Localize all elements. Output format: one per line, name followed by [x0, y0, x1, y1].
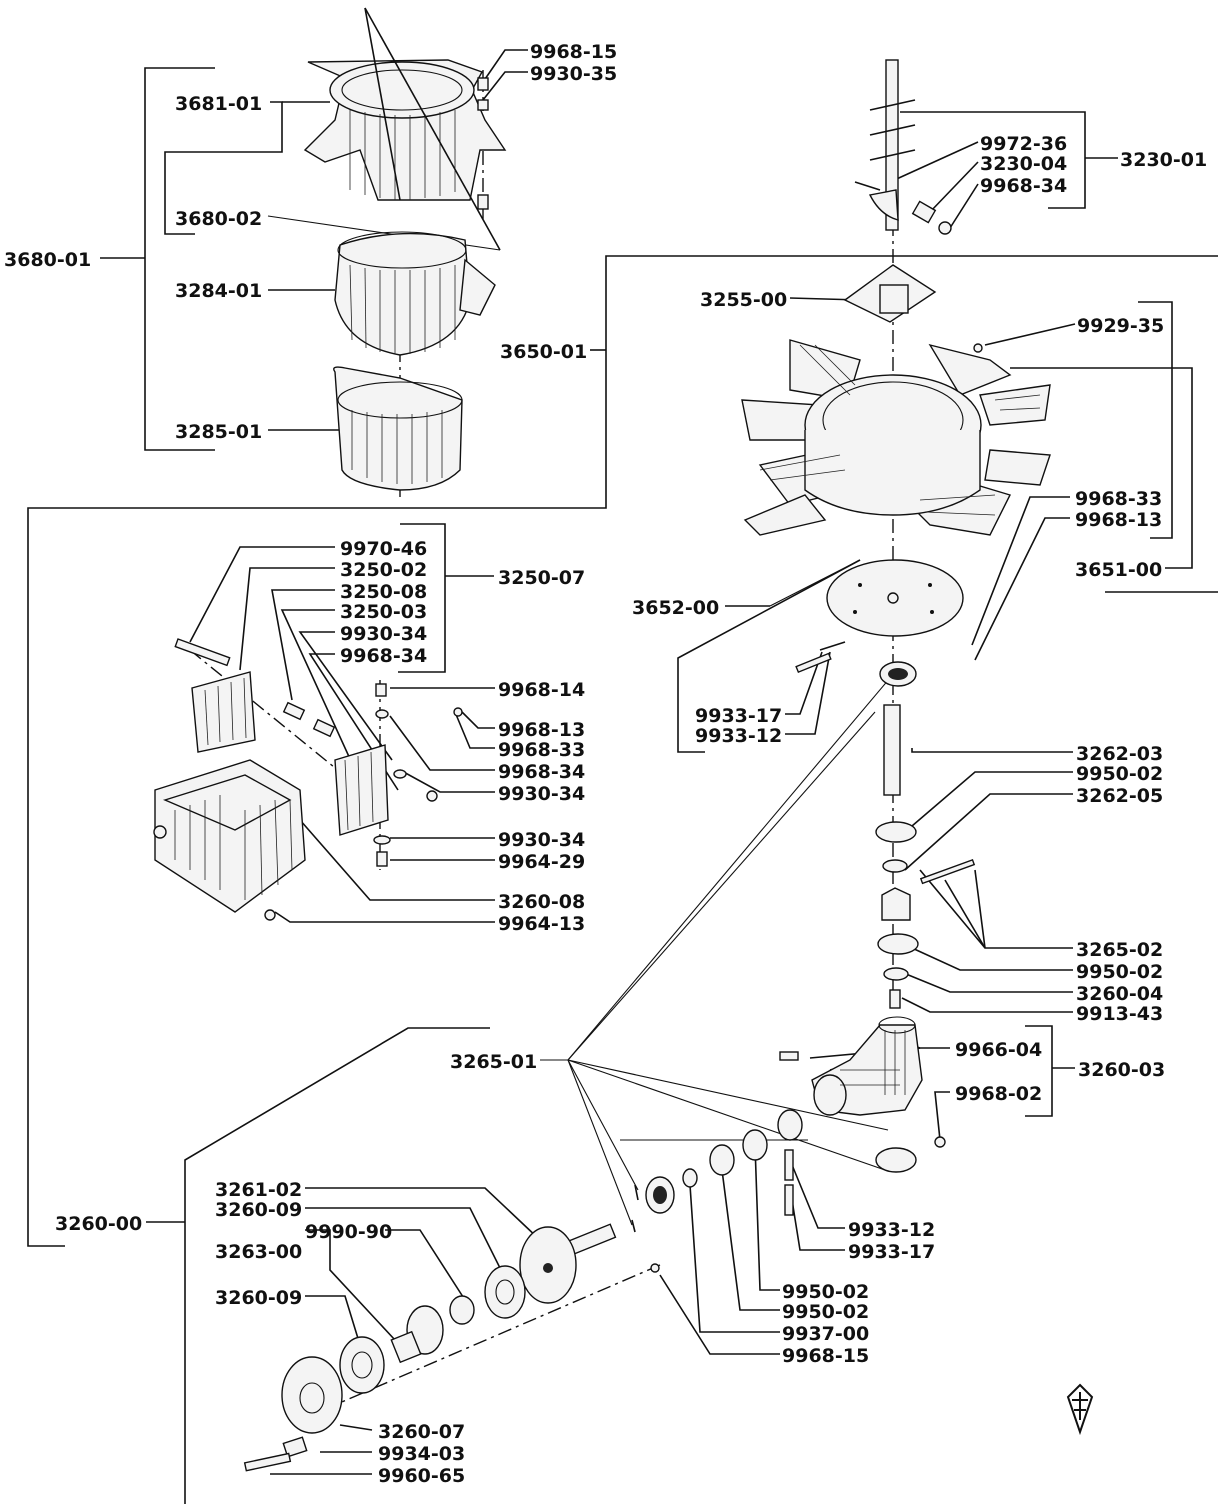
label-3250-08: 3250-08	[340, 581, 427, 603]
hub-part	[843, 264, 937, 323]
label-9990-90: 9990-90	[305, 1221, 392, 1243]
label-9968-34-low: 9968-34	[498, 761, 585, 783]
label-3265-02: 3265-02	[1076, 939, 1163, 961]
label-9972-36: 9972-36	[980, 133, 1067, 155]
small-fasteners-top	[477, 77, 489, 210]
label-3250-03: 3250-03	[340, 601, 427, 623]
label-9968-13-left: 9968-13	[498, 719, 585, 741]
label-9930-34-top: 9930-34	[340, 623, 427, 645]
label-9930-34-low: 9930-34	[498, 829, 585, 851]
label-3262-05: 3262-05	[1076, 785, 1163, 807]
discharge-chute-part	[153, 759, 306, 921]
label-3652-00: 3652-00	[632, 597, 719, 619]
label-9930-35: 9930-35	[530, 63, 617, 85]
label-3260-08: 3260-08	[498, 891, 585, 913]
label-3263-00: 3263-00	[215, 1241, 302, 1263]
label-3255-00: 3255-00	[700, 289, 787, 311]
label-3260-03: 3260-03	[1078, 1059, 1165, 1081]
label-9968-15-low: 9968-15	[782, 1345, 869, 1367]
label-9968-13-right: 9968-13	[1075, 509, 1162, 531]
label-9968-33-left: 9968-33	[498, 739, 585, 761]
leader-lines	[27, 49, 1218, 1504]
label-3230-04: 3230-04	[980, 153, 1067, 175]
mounting-plates-part	[174, 638, 463, 867]
manufacturer-logo-icon	[1066, 1383, 1094, 1436]
part-labels: 3681-01 3680-02 3680-01 3284-01 3285-01 …	[4, 41, 1207, 1487]
label-9950-02-c: 9950-02	[782, 1281, 869, 1303]
label-9970-46: 9970-46	[340, 538, 427, 560]
label-9934-03: 9934-03	[378, 1443, 465, 1465]
label-9968-14: 9968-14	[498, 679, 585, 701]
label-9968-15-top: 9968-15	[530, 41, 617, 63]
shield-ring-part	[334, 231, 496, 356]
label-3680-02: 3680-02	[175, 208, 262, 230]
label-9913-43: 9913-43	[1076, 1003, 1163, 1025]
label-9930-34-mid: 9930-34	[498, 783, 585, 805]
label-3651-00: 3651-00	[1075, 559, 1162, 581]
label-3250-02: 3250-02	[340, 559, 427, 581]
input-shaft-assembly	[243, 1129, 794, 1472]
label-9950-02-d: 9950-02	[782, 1301, 869, 1323]
label-3680-01: 3680-01	[4, 249, 91, 271]
agitator-shaft-part	[854, 59, 952, 235]
label-3260-04: 3260-04	[1076, 983, 1163, 1005]
label-9968-34-mid: 9968-34	[340, 645, 427, 667]
label-9968-02: 9968-02	[955, 1083, 1042, 1105]
label-3230-01: 3230-01	[1120, 149, 1207, 171]
hopper-ring-part	[303, 7, 507, 251]
label-3260-00: 3260-00	[55, 1213, 142, 1235]
drive-shaft-part	[875, 661, 976, 1009]
label-9937-00: 9937-00	[782, 1323, 869, 1345]
guard-ring-part	[333, 366, 463, 491]
label-3261-02: 3261-02	[215, 1179, 302, 1201]
label-3265-01: 3265-01	[450, 1051, 537, 1073]
label-9950-02-a: 9950-02	[1076, 763, 1163, 785]
label-9933-12-low: 9933-12	[848, 1219, 935, 1241]
label-9968-33-right: 9968-33	[1075, 488, 1162, 510]
label-9950-02-b: 9950-02	[1076, 961, 1163, 983]
label-9933-12-top: 9933-12	[695, 725, 782, 747]
gearbox-housing-part	[777, 1016, 946, 1173]
label-3681-01: 3681-01	[175, 93, 262, 115]
label-9960-65: 9960-65	[378, 1465, 465, 1487]
label-3284-01: 3284-01	[175, 280, 262, 302]
label-9966-04: 9966-04	[955, 1039, 1042, 1061]
base-plate-part	[795, 559, 964, 674]
label-9964-29: 9964-29	[498, 851, 585, 873]
label-3250-07: 3250-07	[498, 567, 585, 589]
label-3650-01: 3650-01	[500, 341, 587, 363]
label-9964-13: 9964-13	[498, 913, 585, 935]
label-9933-17-top: 9933-17	[695, 705, 782, 727]
label-3260-07: 3260-07	[378, 1421, 465, 1443]
label-3260-09-top: 3260-09	[215, 1199, 302, 1221]
label-9929-35: 9929-35	[1077, 315, 1164, 337]
fan-impeller-part	[741, 339, 1051, 536]
label-9933-17-low: 9933-17	[848, 1241, 935, 1263]
label-3260-09-low: 3260-09	[215, 1287, 302, 1309]
label-3262-03: 3262-03	[1076, 743, 1163, 765]
label-9968-34-top: 9968-34	[980, 175, 1067, 197]
label-3285-01: 3285-01	[175, 421, 262, 443]
